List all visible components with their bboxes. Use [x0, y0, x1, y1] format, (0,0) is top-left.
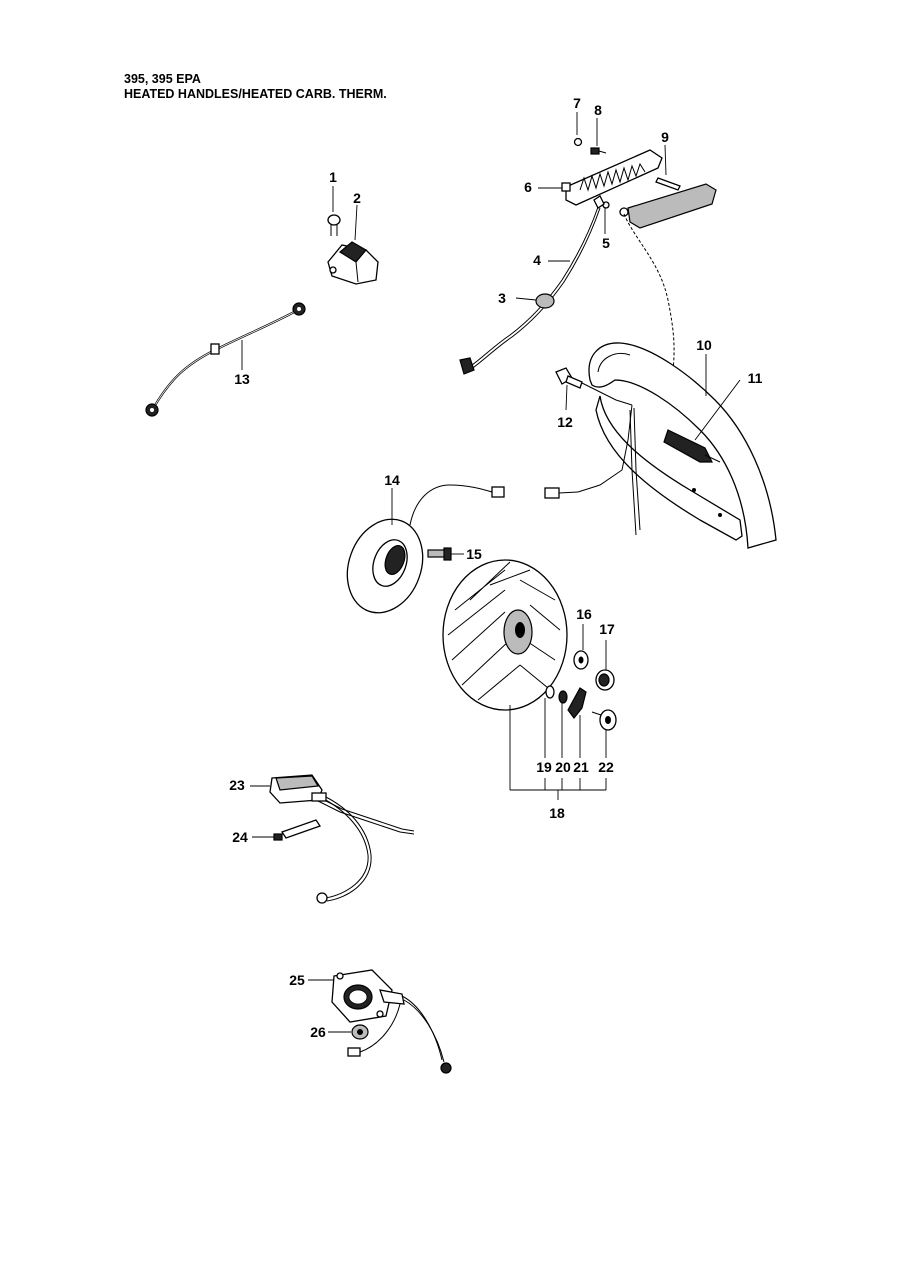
part-26-nut — [328, 1024, 369, 1057]
label-20: 20 — [555, 759, 571, 775]
part-14-generator — [346, 484, 505, 614]
part-12-screw — [544, 367, 641, 536]
label-14: 14 — [384, 472, 400, 488]
part-19-washer — [544, 685, 555, 758]
part-11-spring — [663, 379, 741, 463]
part-22-bolt — [591, 709, 617, 758]
label-26: 26 — [310, 1024, 326, 1040]
label-18: 18 — [549, 805, 565, 821]
diagram-header: 395, 395 EPA HEATED HANDLES/HEATED CARB.… — [124, 72, 387, 102]
part-21-starter-pawl — [567, 687, 587, 758]
part-24-sensor — [252, 819, 322, 841]
part-16-washer — [573, 624, 589, 670]
part-7-nut — [573, 112, 583, 147]
label-18-bracket — [510, 778, 607, 800]
label-17: 17 — [599, 621, 615, 637]
label-21: 21 — [573, 759, 589, 775]
label-8: 8 — [594, 102, 602, 118]
part-17-nut — [595, 640, 615, 691]
part-13-cable — [145, 302, 306, 417]
label-3: 3 — [498, 290, 506, 306]
label-24: 24 — [232, 829, 248, 845]
label-15: 15 — [466, 546, 482, 562]
label-22: 22 — [598, 759, 614, 775]
part-3-grommet — [515, 293, 555, 309]
label-11: 11 — [748, 370, 763, 386]
label-13: 13 — [234, 371, 250, 387]
diagram-title: HEATED HANDLES/HEATED CARB. THERM. — [124, 87, 387, 101]
label-16: 16 — [576, 606, 592, 622]
part-25-carb-heater — [308, 969, 452, 1074]
label-10: 10 — [696, 337, 712, 353]
label-23: 23 — [229, 777, 245, 793]
label-19: 19 — [536, 759, 552, 775]
model-title: 395, 395 EPA — [124, 72, 201, 86]
part-18-flywheel — [442, 559, 568, 790]
part-9-cover — [619, 144, 717, 229]
label-5: 5 — [602, 235, 610, 251]
part-2-switch — [327, 204, 379, 285]
label-6: 6 — [524, 179, 532, 195]
label-7: 7 — [573, 95, 581, 111]
part-10-handle-bar — [588, 342, 777, 549]
label-12: 12 — [557, 414, 573, 430]
label-25: 25 — [289, 972, 305, 988]
part-4-wire — [459, 206, 601, 375]
part-20-washer — [558, 690, 568, 758]
label-9: 9 — [661, 129, 669, 145]
part-1-screw — [327, 186, 341, 236]
part-8-screw — [590, 118, 607, 155]
part-15-screw — [427, 547, 464, 561]
part-6-heating-element — [538, 149, 663, 206]
part-5-screw — [593, 195, 610, 234]
part-23-thermostat — [250, 774, 415, 904]
label-1: 1 — [329, 169, 337, 185]
label-2: 2 — [353, 190, 361, 206]
label-4: 4 — [533, 252, 541, 268]
